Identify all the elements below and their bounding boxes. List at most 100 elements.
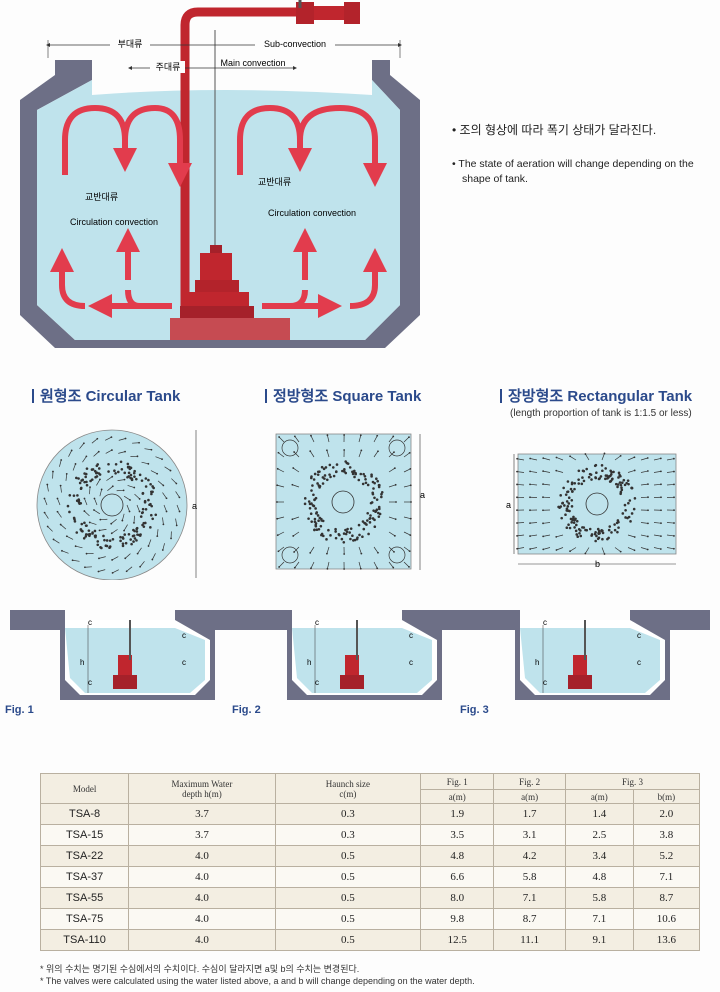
table-cell-f3a: 9.1 — [565, 930, 633, 951]
svg-text:c: c — [182, 631, 186, 640]
svg-text:c: c — [88, 678, 92, 687]
header-fig2: Fig. 2 — [494, 774, 566, 790]
svg-text:c: c — [88, 618, 92, 627]
table-cell-f3a: 4.8 — [565, 867, 633, 888]
note-ko: • 조의 형상에 따라 폭기 상태가 달라진다. — [452, 123, 656, 138]
table-cell-f2a: 5.8 — [494, 867, 566, 888]
table-cell-model: TSA-55 — [41, 888, 129, 909]
table-cell-f1a: 6.6 — [421, 867, 494, 888]
note-en-line2: shape of tank. — [462, 172, 528, 187]
section-view: hcccc — [237, 610, 482, 700]
main-convection-en: Main convection — [220, 58, 285, 68]
square-tank-title: 정방형조 Square Tank — [265, 385, 421, 406]
table-cell-haunch: 0.5 — [275, 888, 420, 909]
table-cell-depth: 4.0 — [129, 867, 275, 888]
fig3-label: Fig. 3 — [460, 704, 489, 716]
table-cell-haunch: 0.5 — [275, 909, 420, 930]
table-cell-f3a: 7.1 — [565, 909, 633, 930]
circular-tank-plan — [37, 430, 196, 580]
circulation-en-left: Circulation convection — [70, 217, 158, 227]
table-cell-f3b: 2.0 — [633, 804, 699, 825]
table-cell-f1a: 3.5 — [421, 825, 494, 846]
table-cell-f3a: 3.4 — [565, 846, 633, 867]
table-cell-f3b: 13.6 — [633, 930, 699, 951]
header-fig1-a: a(m) — [421, 790, 494, 804]
svg-text:h: h — [535, 658, 539, 667]
table-cell-f3b: 3.8 — [633, 825, 699, 846]
table-cell-f1a: 8.0 — [421, 888, 494, 909]
table-cell-f2a: 8.7 — [494, 909, 566, 930]
table-cell-depth: 4.0 — [129, 909, 275, 930]
table-row: TSA-1104.00.512.511.19.113.6 — [41, 930, 700, 951]
table-cell-haunch: 0.5 — [275, 846, 420, 867]
table-row: TSA-224.00.54.84.23.45.2 — [41, 846, 700, 867]
table-cell-f2a: 1.7 — [494, 804, 566, 825]
circular-tank-title: 원형조 Circular Tank — [32, 385, 180, 406]
tank-plan-views: a a a b — [0, 420, 720, 580]
rect-dim-a: a — [506, 500, 511, 510]
rect-dim-b: b — [595, 559, 600, 569]
circulation-ko-left: 교반대류 — [85, 192, 118, 202]
svg-text:c: c — [409, 631, 413, 640]
footnote-ko: * 위의 수치는 명기된 수심에서의 수치이다. 수심이 달라지면 a및 b의 … — [40, 962, 359, 975]
table-row: TSA-153.70.33.53.12.53.8 — [41, 825, 700, 846]
section-view: h c c c c — [10, 610, 255, 700]
rectangular-tank-note: (length proportion of tank is 1:1.5 or l… — [510, 408, 692, 419]
table-cell-model: TSA-110 — [41, 930, 129, 951]
header-haunch: Haunch sizec(m) — [275, 774, 420, 804]
table-cell-f3b: 7.1 — [633, 867, 699, 888]
svg-text:c: c — [637, 658, 641, 667]
table-cell-f1a: 1.9 — [421, 804, 494, 825]
circulation-en-right: Circulation convection — [268, 208, 356, 218]
table-cell-depth: 4.0 — [129, 888, 275, 909]
table-cell-f3b: 8.7 — [633, 888, 699, 909]
table-cell-f1a: 9.8 — [421, 909, 494, 930]
square-dim-a: a — [420, 490, 425, 500]
header-fig3-b: b(m) — [633, 790, 699, 804]
table-cell-f2a: 11.1 — [494, 930, 566, 951]
table-row: TSA-554.00.58.07.15.88.7 — [41, 888, 700, 909]
convection-diagram: 부대류 Sub-convection 주대류 Main convection 교… — [0, 0, 440, 350]
table-cell-depth: 3.7 — [129, 804, 275, 825]
svg-text:h: h — [80, 658, 84, 667]
svg-text:c: c — [637, 631, 641, 640]
tank-section-views: hcccchcccchcccc — [0, 600, 720, 720]
table-cell-haunch: 0.3 — [275, 825, 420, 846]
svg-text:c: c — [182, 658, 186, 667]
header-fig3-a: a(m) — [565, 790, 633, 804]
circular-dim-a: a — [192, 501, 197, 511]
header-depth: Maximum Waterdepth h(m) — [129, 774, 275, 804]
spec-table: Model Maximum Waterdepth h(m) Haunch siz… — [40, 773, 700, 951]
svg-text:c: c — [315, 678, 319, 687]
table-cell-model: TSA-37 — [41, 867, 129, 888]
header-fig3: Fig. 3 — [565, 774, 699, 790]
table-cell-haunch: 0.5 — [275, 930, 420, 951]
table-row: TSA-754.00.59.88.77.110.6 — [41, 909, 700, 930]
section-view: h c c c c — [465, 610, 710, 700]
table-row: TSA-83.70.31.91.71.42.0 — [41, 804, 700, 825]
header-fig1: Fig. 1 — [421, 774, 494, 790]
table-cell-model: TSA-8 — [41, 804, 129, 825]
pump-base — [170, 318, 290, 340]
table-cell-f3a: 2.5 — [565, 825, 633, 846]
table-cell-model: TSA-22 — [41, 846, 129, 867]
table-cell-haunch: 0.5 — [275, 867, 420, 888]
table-cell-depth: 4.0 — [129, 930, 275, 951]
table-cell-f2a: 4.2 — [494, 846, 566, 867]
table-cell-depth: 4.0 — [129, 846, 275, 867]
header-model: Model — [41, 774, 129, 804]
table-cell-f1a: 4.8 — [421, 846, 494, 867]
svg-text:c: c — [543, 618, 547, 627]
table-cell-model: TSA-15 — [41, 825, 129, 846]
sub-convection-en: Sub-convection — [264, 39, 326, 49]
square-tank-plan — [276, 434, 420, 570]
table-cell-haunch: 0.3 — [275, 804, 420, 825]
footnote-en: * The valves were calculated using the w… — [40, 976, 475, 986]
table-cell-depth: 3.7 — [129, 825, 275, 846]
svg-text:c: c — [543, 678, 547, 687]
table-cell-model: TSA-75 — [41, 909, 129, 930]
table-cell-f1a: 12.5 — [421, 930, 494, 951]
rectangular-tank-plan — [514, 453, 676, 564]
table-cell-f2a: 3.1 — [494, 825, 566, 846]
circulation-ko-right: 교반대류 — [258, 177, 291, 187]
